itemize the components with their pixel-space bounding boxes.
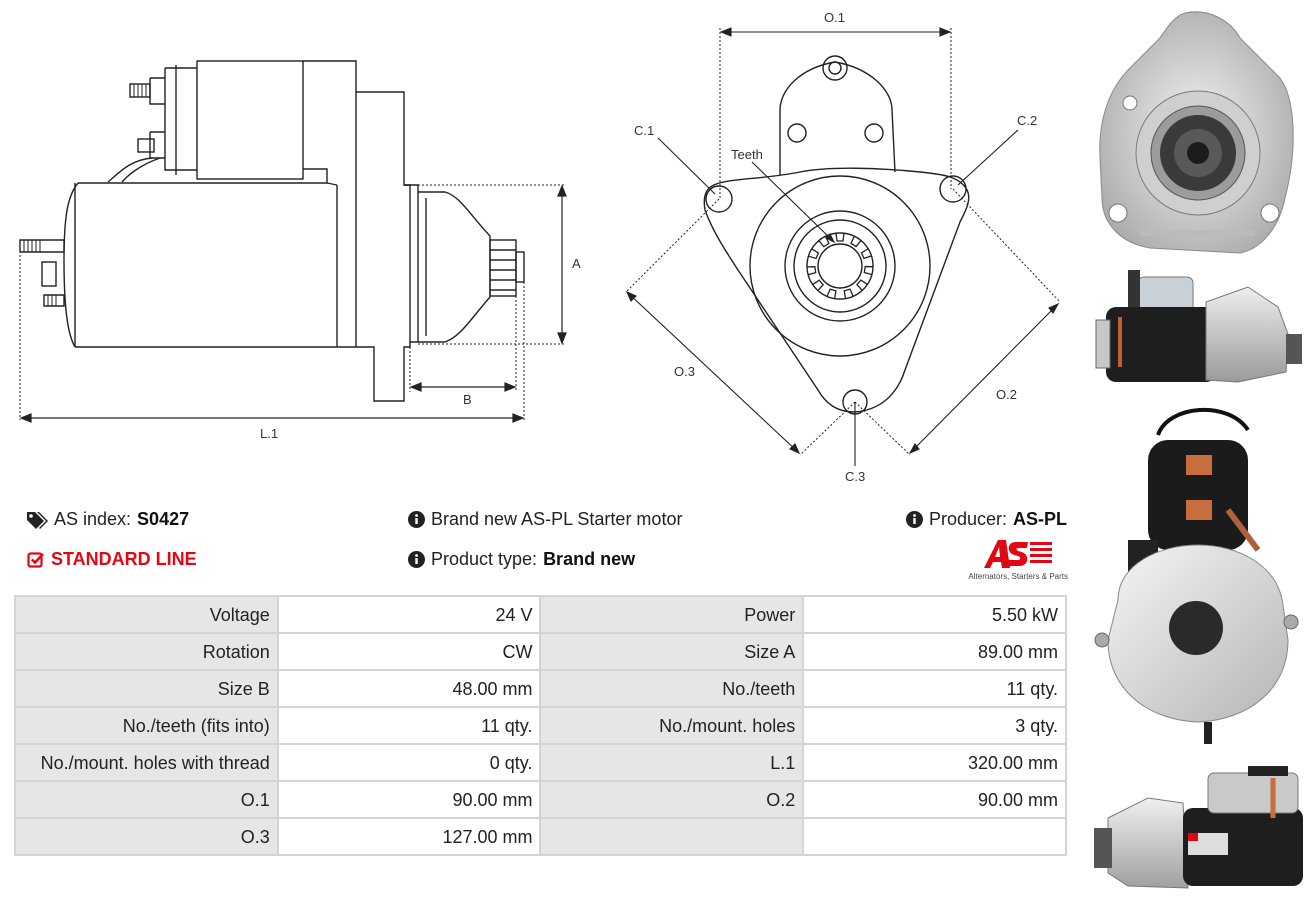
table-row: No./teeth (fits into)11 qty.No./mount. h… (16, 708, 1065, 743)
teeth-label: Teeth (731, 147, 763, 162)
description-text: Brand new AS-PL Starter motor (431, 509, 683, 529)
product-type-row: Product type: Brand new (408, 549, 635, 570)
spec-value: 3 qty. (804, 708, 1065, 743)
logo-tagline: Alternators, Starters & Parts (968, 572, 1068, 581)
spec-label: O.2 (541, 782, 803, 817)
spec-value: 48.00 mm (278, 671, 540, 706)
dimension-c2-label: C.2 (1017, 113, 1037, 128)
spec-label: L.1 (541, 745, 803, 780)
product-photo-front (1099, 11, 1294, 254)
dimension-c1-label: C.1 (634, 123, 654, 138)
spec-value: 127.00 mm (278, 819, 540, 854)
dimension-b-label: B (463, 392, 472, 407)
spec-label: No./mount. holes (541, 708, 803, 743)
spec-value: 11 qty. (804, 671, 1065, 706)
as-index-row: AS index: S0427 (26, 509, 189, 530)
standard-line-label: STANDARD LINE (51, 549, 197, 569)
as-index-label: AS index: (54, 509, 132, 529)
dimension-a-label: A (572, 256, 581, 271)
spec-label: No./mount. holes with thread (16, 745, 277, 780)
spec-label: Voltage (16, 597, 277, 632)
spec-label: Power (541, 597, 803, 632)
product-type-value: Brand new (543, 549, 636, 569)
info-circle-icon (408, 551, 425, 568)
info-circle-icon (906, 511, 923, 528)
spec-value: 5.50 kW (804, 597, 1065, 632)
product-photo-rear (1094, 408, 1299, 744)
front-view-drawing: O.1 C.1 C.2 Teeth O.3 O.2 C.3 (625, 10, 1061, 484)
spec-value: 320.00 mm (804, 745, 1065, 780)
spec-value: 24 V (278, 597, 540, 632)
spec-label: O.1 (16, 782, 277, 817)
product-type-label: Product type: (431, 549, 538, 569)
spec-label: O.3 (16, 819, 277, 854)
tags-icon (27, 511, 48, 529)
producer-row: Producer: AS-PL (906, 509, 1067, 530)
as-logo-mark (984, 540, 1052, 568)
spec-label: No./teeth (fits into) (16, 708, 277, 743)
side-view-drawing: A B L.1 (19, 60, 581, 441)
product-photo-side (1095, 270, 1302, 383)
spec-value: 89.00 mm (804, 634, 1065, 669)
description-row: Brand new AS-PL Starter motor (408, 509, 682, 530)
dimension-l1-label: L.1 (260, 426, 278, 441)
dimension-o2-label: O.2 (996, 387, 1017, 402)
dimension-o1-label: O.1 (824, 10, 845, 25)
spec-label (541, 819, 803, 854)
spec-label: Size B (16, 671, 277, 706)
spec-value: 90.00 mm (278, 782, 540, 817)
as-pl-logo: Alternators, Starters & Parts (964, 538, 1068, 582)
spec-value: 90.00 mm (804, 782, 1065, 817)
standard-line-badge: STANDARD LINE (27, 549, 197, 570)
spec-value: CW (278, 634, 540, 669)
dimension-o3-label: O.3 (674, 364, 695, 379)
producer-label: Producer: (929, 509, 1008, 529)
spec-label: Size A (541, 634, 803, 669)
as-index-value: S0427 (137, 509, 190, 529)
check-square-icon (27, 551, 44, 568)
dimension-c3-label: C.3 (845, 469, 865, 484)
product-photo-opposite-side (1094, 766, 1303, 889)
spec-label: Rotation (16, 634, 277, 669)
spec-value (804, 819, 1065, 854)
producer-value: AS-PL (1013, 509, 1068, 529)
spec-label: No./teeth (541, 671, 803, 706)
spec-value: 11 qty. (278, 708, 540, 743)
spec-value: 0 qty. (278, 745, 540, 780)
info-circle-icon (408, 511, 425, 528)
